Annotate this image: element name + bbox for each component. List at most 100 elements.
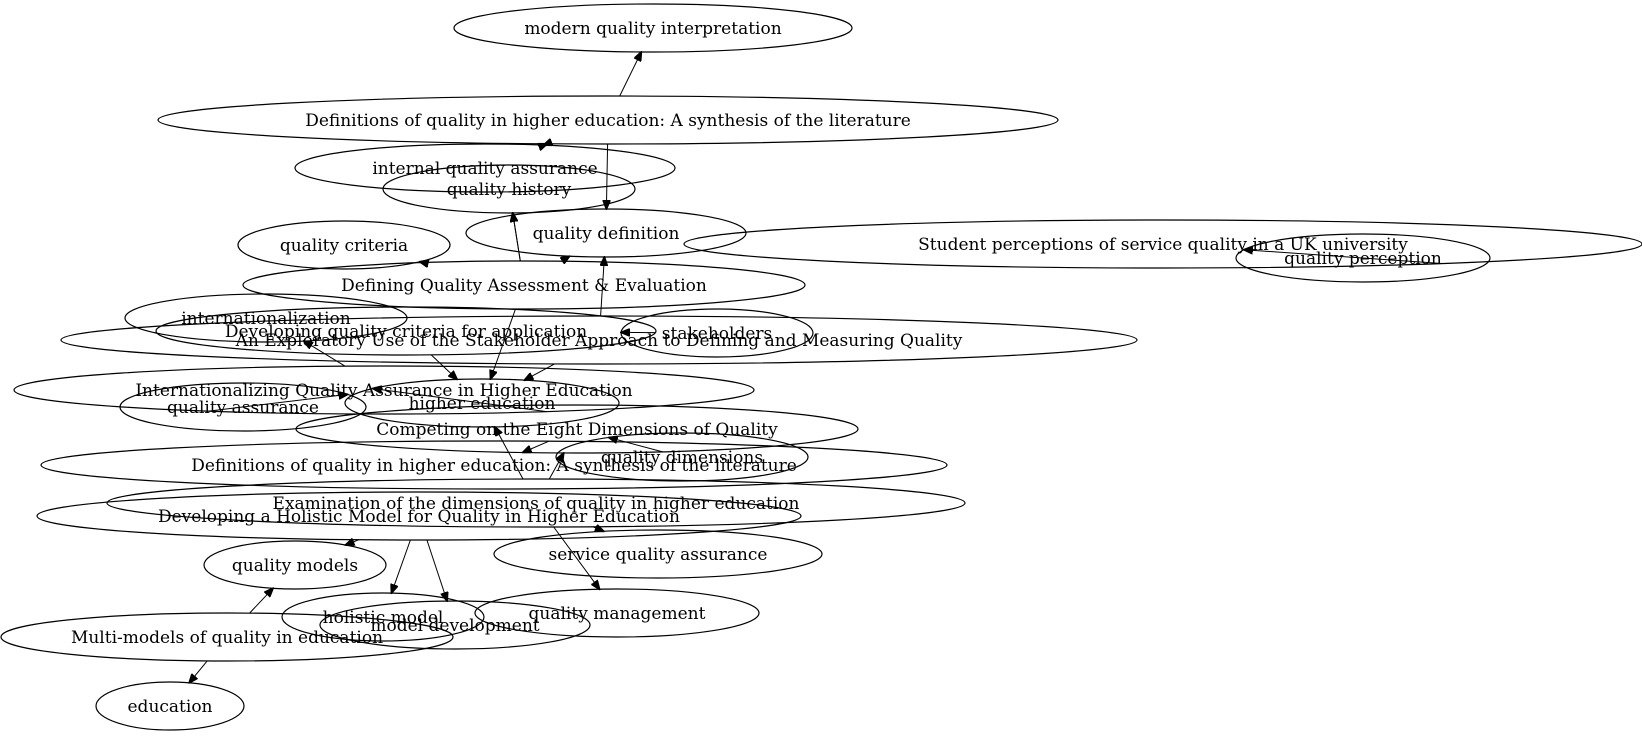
node-ellipse xyxy=(157,95,1059,145)
node-qhist[interactable]: quality history xyxy=(382,164,636,214)
node-iqa[interactable]: internal quality assurance xyxy=(294,143,676,193)
edges-layer xyxy=(189,52,1442,683)
node-label: quality models xyxy=(232,556,358,576)
node-ellipse xyxy=(13,365,755,415)
edge-def_lit2-to-eight xyxy=(523,440,550,452)
node-ellipse xyxy=(237,220,451,270)
node-ellipse xyxy=(294,143,676,193)
node-qmodels[interactable]: quality models xyxy=(203,540,387,590)
node-label: higher education xyxy=(409,394,556,414)
node-moddev[interactable]: model development xyxy=(319,600,591,650)
node-ellipse xyxy=(620,308,814,358)
node-ellipse xyxy=(242,260,806,310)
node-ellipse xyxy=(203,540,387,590)
node-label: quality perception xyxy=(1284,249,1442,269)
node-qdim[interactable]: quality dimensions xyxy=(555,432,809,482)
node-ellipse xyxy=(1235,233,1491,283)
node-dqae[interactable]: Defining Quality Assessment & Evaluation xyxy=(242,260,806,310)
node-ellipse xyxy=(683,219,1642,269)
node-label: service quality assurance xyxy=(549,545,768,565)
node-ellipse xyxy=(295,404,859,454)
node-ellipse xyxy=(493,529,823,579)
edge-explor-to-he xyxy=(524,363,555,380)
node-label: Developing quality criteria for applicat… xyxy=(225,322,587,342)
node-ellipse xyxy=(155,306,657,356)
node-exam[interactable]: Examination of the dimensions of quality… xyxy=(106,478,966,528)
node-edu[interactable]: education xyxy=(95,681,245,731)
node-sqa[interactable]: service quality assurance xyxy=(493,529,823,579)
node-ellipse xyxy=(453,3,853,53)
edge-iqahe-to-he xyxy=(373,389,547,413)
node-holmod[interactable]: Developing a Holistic Model for Quality … xyxy=(36,491,802,541)
edge-exam-to-he xyxy=(495,427,524,480)
edge-iqahe-to-qa xyxy=(208,394,348,412)
node-ellipse xyxy=(474,588,760,638)
node-ellipse xyxy=(119,382,367,432)
node-label: model development xyxy=(370,616,539,636)
node-label: quality dimensions xyxy=(601,448,763,468)
node-label: An Exploratory Use of the Stakeholder Ap… xyxy=(235,331,963,351)
node-ellipse xyxy=(0,612,454,662)
node-stakeh[interactable]: stakeholders xyxy=(620,308,814,358)
node-ellipse xyxy=(319,600,591,650)
edge-student-to-qperc xyxy=(1244,250,1442,264)
node-ellipse xyxy=(106,478,966,528)
node-ellipse xyxy=(281,592,485,642)
node-label: Competing on the Eight Dimensions of Qua… xyxy=(376,420,778,440)
edge-eight-to-qdim xyxy=(609,438,663,453)
node-iqahe[interactable]: Internationalizing Quality Assurance in … xyxy=(13,365,755,415)
node-qperc[interactable]: quality perception xyxy=(1235,233,1491,283)
edge-holmod-to-moddev xyxy=(426,539,447,601)
node-def-lit1[interactable]: Definitions of quality in higher educati… xyxy=(157,95,1059,145)
node-ellipse xyxy=(36,491,802,541)
node-modern[interactable]: modern quality interpretation xyxy=(453,3,853,53)
edge-def_lit1-to-modern xyxy=(619,52,642,97)
node-label: quality definition xyxy=(533,224,680,244)
node-ellipse xyxy=(555,432,809,482)
node-student[interactable]: Student perceptions of service quality i… xyxy=(683,219,1642,269)
node-devcrit[interactable]: Developing quality criteria for applicat… xyxy=(155,306,657,356)
node-ellipse xyxy=(382,164,636,214)
edge-def_lit1-to-qdef xyxy=(606,143,607,209)
edge-exam-to-eight xyxy=(548,453,563,480)
node-qa[interactable]: quality assurance xyxy=(119,382,367,432)
edge-exam-to-sqa xyxy=(592,527,604,532)
edge-exam-to-qmgmt xyxy=(553,526,600,589)
node-he[interactable]: higher education xyxy=(344,378,620,428)
node-label: Developing a Holistic Model for Quality … xyxy=(158,507,680,527)
node-ellipse xyxy=(465,208,747,258)
nodes-layer: modern quality interpretationDefinitions… xyxy=(0,3,1642,731)
node-qdef[interactable]: quality definition xyxy=(465,208,747,258)
edge-multi-to-edu xyxy=(189,660,208,683)
edge-dqae-to-qhist xyxy=(513,213,521,262)
node-label: stakeholders xyxy=(662,324,772,344)
node-label: Definitions of quality in higher educati… xyxy=(305,111,911,131)
node-ellipse xyxy=(344,378,620,428)
node-label: Internationalizing Quality Assurance in … xyxy=(135,381,632,401)
node-label: quality assurance xyxy=(167,398,319,418)
node-label: quality criteria xyxy=(280,236,408,256)
edge-holmod-to-holistic xyxy=(392,539,411,593)
edge-dqae-to-qdef xyxy=(562,256,570,261)
node-explor[interactable]: An Exploratory Use of the Stakeholder Ap… xyxy=(60,315,1138,365)
node-label: education xyxy=(128,697,213,717)
node-ellipse xyxy=(60,315,1138,365)
node-multi[interactable]: Multi-models of quality in education xyxy=(0,612,454,662)
node-ellipse xyxy=(95,681,245,731)
node-eight[interactable]: Competing on the Eight Dimensions of Qua… xyxy=(295,404,859,454)
node-label: quality history xyxy=(447,180,572,200)
node-label: Defining Quality Assessment & Evaluation xyxy=(341,276,707,296)
edge-holmod-to-qmodels xyxy=(346,540,360,545)
edge-explor-to-qdef xyxy=(601,257,605,317)
node-label: Multi-models of quality in education xyxy=(71,628,383,648)
node-label: modern quality interpretation xyxy=(524,19,781,39)
node-def-lit2[interactable]: Definitions of quality in higher educati… xyxy=(40,440,948,490)
node-qcrit[interactable]: quality criteria xyxy=(237,220,451,270)
node-qmgmt[interactable]: quality management xyxy=(474,588,760,638)
node-label: internal quality assurance xyxy=(372,159,597,179)
edge-multi-to-qmodels xyxy=(249,588,273,614)
node-ellipse xyxy=(40,440,948,490)
node-label: Definitions of quality in higher educati… xyxy=(191,456,797,476)
node-label: Student perceptions of service quality i… xyxy=(918,235,1408,255)
